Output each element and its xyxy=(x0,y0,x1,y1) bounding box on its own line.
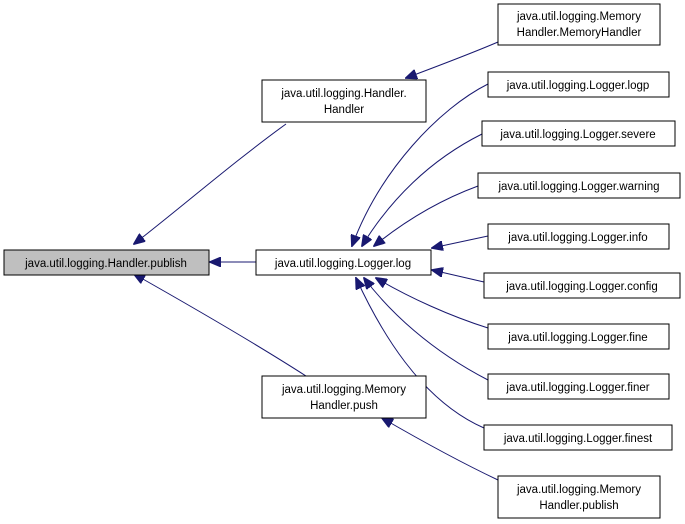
node-logger-info[interactable]: java.util.logging.Logger.info xyxy=(487,223,670,250)
node-logger-logp[interactable]: java.util.logging.Logger.logp xyxy=(487,71,670,98)
node-handler-publish[interactable]: java.util.logging.Handler.publish xyxy=(3,249,210,276)
edge-logger-info-to-logger-log xyxy=(432,235,489,248)
node-handler-handler[interactable]: java.util.logging.Handler. Handler xyxy=(261,79,427,123)
node-logger-fine[interactable]: java.util.logging.Logger.fine xyxy=(487,323,670,350)
node-label: java.util.logging.Logger.finer xyxy=(505,382,649,394)
node-label: java.util.logging.Logger.logp xyxy=(506,80,650,92)
node-logger-finest[interactable]: java.util.logging.Logger.finest xyxy=(483,424,673,451)
node-label: java.util.logging.Memory xyxy=(516,484,641,496)
edge-logger-fine-to-logger-log xyxy=(376,278,489,329)
node-logger-warning[interactable]: java.util.logging.Logger.warning xyxy=(477,172,681,199)
edge-logger-logp-to-logger-log xyxy=(352,83,489,246)
edge-handler-handler-to-publish xyxy=(134,123,287,244)
node-label: java.util.logging.Logger.info xyxy=(507,232,647,244)
node-label: java.util.logging.Logger.severe xyxy=(499,129,655,141)
node-memoryhandler-push[interactable]: java.util.logging.Memory Handler.push xyxy=(261,375,427,419)
node-label: java.util.logging.Memory xyxy=(516,11,641,23)
node-label: java.util.logging.Logger.finest xyxy=(503,433,653,445)
edge-logger-config-to-logger-log xyxy=(432,270,485,283)
node-label: Handler.push xyxy=(310,400,378,412)
edge-logger-warning-to-logger-log xyxy=(374,185,479,246)
node-memoryhandler-memoryhandler[interactable]: java.util.logging.Memory Handler.MemoryH… xyxy=(497,3,661,46)
node-label: java.util.logging.Handler. xyxy=(280,88,406,100)
node-label: Handler.publish xyxy=(539,500,618,512)
node-label: java.util.logging.Logger.fine xyxy=(507,332,647,344)
node-label: java.util.logging.Logger.config xyxy=(505,281,658,293)
node-label: java.util.logging.Logger.log xyxy=(274,258,411,270)
edge-memoryhandler-memoryhandler-to-handler-handler xyxy=(406,41,499,78)
node-memoryhandler-publish[interactable]: java.util.logging.Memory Handler.publish xyxy=(497,475,661,519)
edge-logger-severe-to-logger-log xyxy=(362,133,483,246)
edge-memoryhandler-push-to-publish xyxy=(134,274,307,377)
node-label: java.util.logging.Handler.publish xyxy=(24,258,187,270)
edge-logger-finest-to-logger-log xyxy=(356,278,485,429)
node-logger-severe[interactable]: java.util.logging.Logger.severe xyxy=(481,120,676,147)
node-logger-log[interactable]: java.util.logging.Logger.log xyxy=(255,249,432,276)
node-logger-config[interactable]: java.util.logging.Logger.config xyxy=(483,272,681,299)
edge-logger-finer-to-logger-log xyxy=(364,278,489,381)
node-label: Handler.MemoryHandler xyxy=(517,27,642,39)
edge-memoryhandler-publish-to-memoryhandler-push xyxy=(382,418,499,481)
node-label: Handler xyxy=(324,104,364,116)
node-logger-finer[interactable]: java.util.logging.Logger.finer xyxy=(487,373,670,400)
node-label: java.util.logging.Memory xyxy=(281,384,406,396)
nodes: java.util.logging.Handler.publish java.u… xyxy=(3,3,681,519)
node-label: java.util.logging.Logger.warning xyxy=(497,181,659,193)
edges xyxy=(134,41,499,481)
